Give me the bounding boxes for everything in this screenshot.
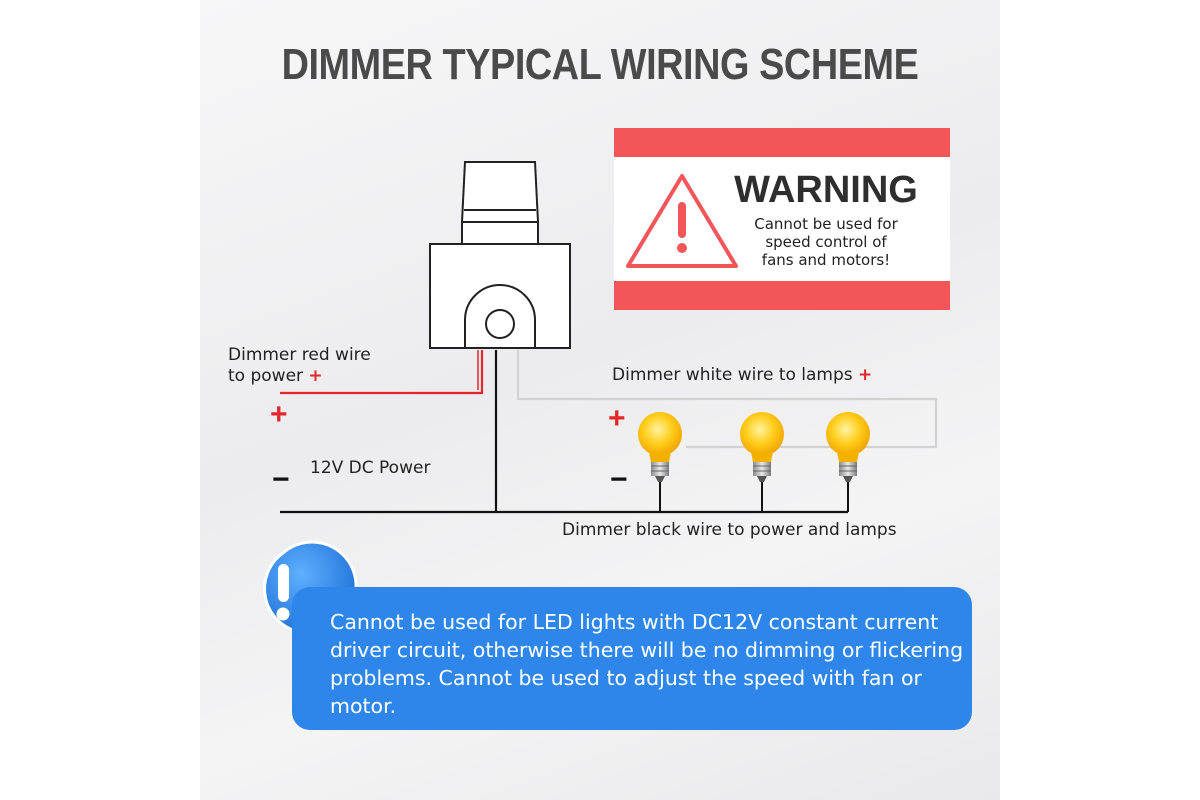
lamps-plus-sign: +: [608, 402, 626, 435]
white-wire-label: Dimmer white wire to lamps +: [612, 365, 872, 386]
notice-text: Cannot be used for LED lights with DC12V…: [330, 608, 970, 720]
light-bulb-icon: [826, 412, 870, 482]
light-bulb-icon: [638, 412, 682, 482]
white-wire-label-text: Dimmer white wire to lamps: [612, 365, 853, 385]
warning-text-line: fans and motors!: [761, 251, 891, 269]
wiring-diagram: [263, 161, 938, 636]
notice-text-line: problems. Cannot be used to adjust the s…: [330, 666, 922, 690]
warning-heading: WARNING: [734, 169, 918, 211]
red-wire-label-line: Dimmer red wire: [228, 345, 371, 365]
notice-text-line: motor.: [330, 694, 397, 718]
warning-text: Cannot be used for speed control of fans…: [728, 215, 924, 269]
warning-text-line: Cannot be used for: [754, 215, 898, 233]
red-wire-label-line: to power +: [228, 366, 371, 387]
lamps-minus-sign: −: [610, 463, 628, 496]
light-bulb-icon: [740, 412, 784, 482]
notice-text-line: Cannot be used for LED lights with DC12V…: [330, 610, 939, 634]
black-wire-label: Dimmer black wire to power and lamps: [562, 520, 897, 540]
dimmer-knob-icon: [429, 161, 571, 349]
power-label: 12V DC Power: [310, 458, 431, 478]
notice-box: [292, 587, 972, 730]
plus-sign: +: [858, 365, 873, 385]
red-wire-label-text: to power: [228, 366, 304, 386]
red-wire-label: Dimmer red wire to power +: [228, 345, 371, 387]
notice-text-line: driver circuit, otherwise there will be …: [330, 638, 964, 662]
warning-text-line: speed control of: [765, 233, 887, 251]
warning-sign-panel: [614, 157, 950, 281]
diagram-panel: DIMMER TYPICAL WIRING SCHEME: [200, 0, 1000, 800]
page-title: DIMMER TYPICAL WIRING SCHEME: [281, 40, 919, 89]
power-plus-sign: +: [270, 398, 288, 431]
power-minus-sign: −: [272, 463, 290, 496]
red-wire: [280, 350, 484, 395]
plus-sign: +: [308, 366, 323, 386]
warning-triangle-icon: [626, 174, 738, 268]
